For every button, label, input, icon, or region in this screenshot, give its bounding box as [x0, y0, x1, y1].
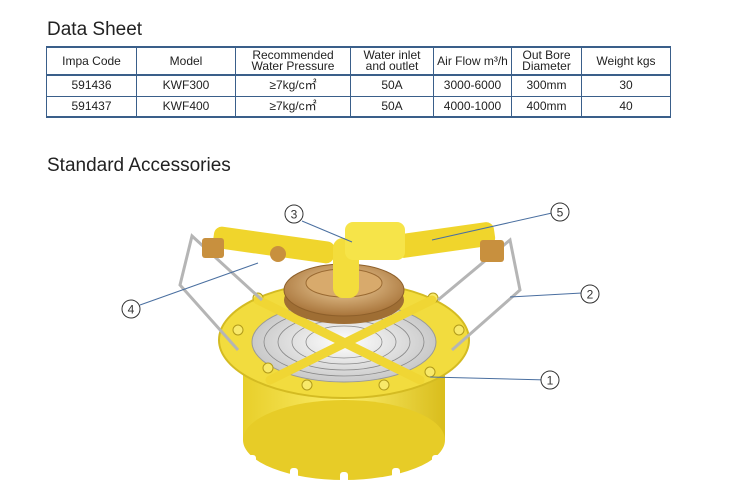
callout-4: 4	[121, 299, 141, 319]
cell-out-bore: 400mm	[511, 95, 582, 118]
cell-air-flow: 3000-6000	[433, 74, 512, 97]
support-bars	[253, 295, 437, 385]
svg-text:3: 3	[291, 208, 298, 222]
callout-5: 5	[550, 202, 570, 222]
col-header-impa-code: Impa Code	[46, 46, 137, 76]
callout-3: 3	[284, 204, 304, 224]
callout-2: 2	[580, 284, 600, 304]
svg-text:5: 5	[557, 206, 564, 220]
callout-leaders	[139, 212, 583, 381]
accessories-heading: Standard Accessories	[47, 155, 231, 176]
col-header-out-bore: Out Bore Diameter	[511, 46, 582, 76]
svg-text:2: 2	[587, 288, 594, 302]
col-header-model: Model	[136, 46, 236, 76]
col-header-water-pressure: Recommended Water Pressure	[235, 46, 351, 76]
cell-air-flow: 4000-1000	[433, 95, 512, 118]
table-row: 591437 KWF400 ≥7kg/c㎡ 50A 4000-1000 400m…	[46, 95, 671, 118]
svg-text:4: 4	[128, 303, 135, 317]
cell-model: KWF300	[136, 74, 236, 97]
col-header-weight: Weight kgs	[581, 46, 671, 76]
datasheet-heading: Data Sheet	[47, 19, 143, 40]
table-header-row: Impa Code Model Recommended Water Pressu…	[46, 46, 671, 76]
carry-handles	[178, 233, 522, 352]
cell-water-pressure: ≥7kg/c㎡	[235, 95, 351, 118]
cell-weight: 40	[581, 95, 671, 118]
cell-water-inlet: 50A	[350, 95, 434, 118]
cell-impa-code: 591437	[46, 95, 137, 118]
svg-text:1: 1	[547, 374, 554, 388]
data-sheet-table: Impa Code Model Recommended Water Pressu…	[46, 46, 671, 118]
callout-1: 1	[540, 370, 560, 390]
